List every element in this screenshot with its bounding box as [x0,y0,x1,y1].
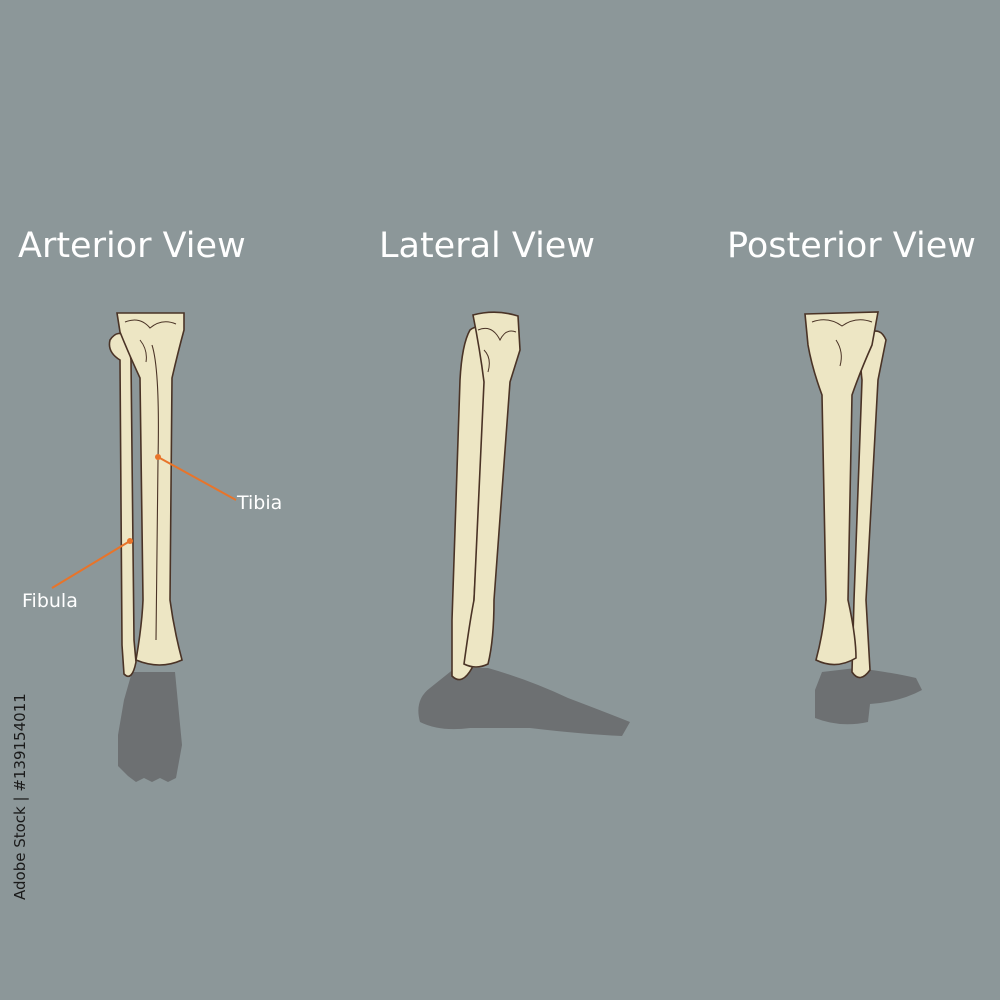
posterior-tibia-bone [804,311,879,666]
tibia-pointer-line [157,456,237,501]
tibia-label: Tibia [237,492,283,514]
lateral-foot-shadow [418,668,630,736]
fibula-label: Fibula [22,590,78,612]
posterior-foot-shadow [815,668,922,725]
posterior-condyle-detail [811,319,873,367]
lateral-view-title: Lateral View [379,226,595,266]
tibia-pointer-dot [155,454,161,460]
anterior-view [51,312,237,782]
lateral-tibia-bone [463,311,521,668]
tibia-condyle-detail [124,319,177,363]
tibia-bone [116,312,185,666]
anterior-view-title: Arterior View [18,226,246,266]
posterior-view [804,311,922,725]
fibula-pointer-dot [127,538,133,544]
lateral-head-detail [477,327,517,373]
fibula-pointer-line [51,540,131,589]
lateral-view [418,311,630,736]
anterior-foot-shadow [118,672,182,782]
fibula-bone [108,332,137,678]
posterior-view-title: Posterior View [727,226,976,266]
stock-id-text: Adobe Stock | #139154011 [11,693,29,900]
